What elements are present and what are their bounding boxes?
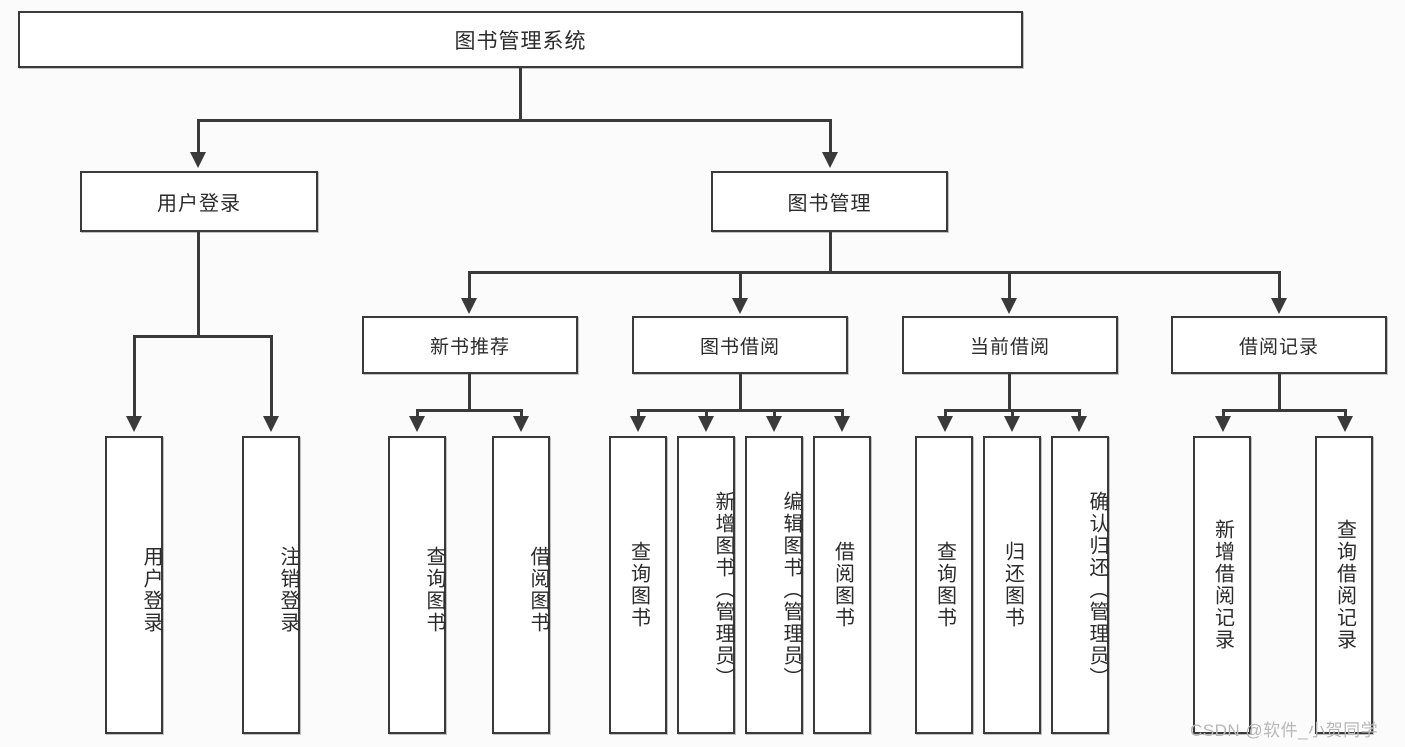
arrowhead-leaf-query-record [1337,416,1353,432]
edge-book-manage-stem [829,232,832,272]
node-new-book-recommend[interactable]: 新书推荐 [362,316,578,374]
leaf-query-book-newbook[interactable]: 查询图书 [388,436,446,734]
leaf-add-book-admin[interactable]: 新增图书（管理员） [677,436,735,734]
node-user-login[interactable]: 用户登录 [80,171,318,232]
arrowhead-leaf-edit-book [766,416,782,432]
leaf-add-borrow-record[interactable]: 新增借阅记录 [1193,436,1251,734]
leaf-user-login[interactable]: 用户登录 [105,436,163,734]
edge-book-borrow-leaf-2 [705,409,708,421]
arrowhead-leaf-borrow-book-1 [513,416,529,432]
arrowhead-borrow-record [1271,298,1287,314]
leaf-logout[interactable]: 注销登录 [242,436,300,734]
edge-book-borrow-leaf-1 [637,409,640,421]
edge-new-book-bus [416,409,520,412]
arrowhead-current-borrow [1001,298,1017,314]
arrowhead-leaf-add-record [1215,416,1231,432]
edge-borrow-record-bus [1222,409,1344,412]
node-borrow-record[interactable]: 借阅记录 [1171,316,1387,374]
edge-user-login-bus [133,335,270,338]
edge-level1-bus [197,119,832,122]
csdn-watermark: CSDN @软件_小贺同学 [1190,721,1379,740]
arrowhead-book-borrow [732,298,748,314]
edge-new-book-leaf-1 [416,409,419,421]
edge-new-book-stem [468,374,471,410]
edge-book-borrow-bus [637,409,842,412]
leaf-return-book[interactable]: 归还图书 [983,436,1041,734]
leaf-borrow-book-borrow[interactable]: 借阅图书 [813,436,871,734]
edge-borrow-record-stem [1278,374,1281,410]
arrowhead-leaf-borrow-book-2 [834,416,850,432]
arrowhead-leaf-return-book [1004,416,1020,432]
edge-borrow-record-leaf-1 [1222,409,1225,421]
arrowhead-book-manage [822,152,838,168]
arrowhead-leaf-confirm-return [1071,416,1087,432]
leaf-query-book-current[interactable]: 查询图书 [915,436,973,734]
edge-book-borrow-stem [739,374,742,410]
edge-level2-bus [468,271,1280,274]
edge-to-current-borrow [1008,271,1011,301]
node-current-borrow[interactable]: 当前借阅 [902,316,1118,374]
node-book-manage[interactable]: 图书管理 [711,171,948,232]
edge-to-new-book [468,271,471,301]
arrowhead-leaf-logout [263,416,279,432]
edge-root-stem [519,68,522,120]
edge-borrow-record-leaf-2 [1344,409,1347,421]
edge-to-user-login [197,119,200,157]
edge-to-book-manage [829,119,832,157]
edge-user-login-leaf-1 [133,335,136,419]
arrowhead-new-book [461,298,477,314]
edge-user-login-leaf-2 [270,335,273,419]
arrowhead-leaf-user-login [126,416,142,432]
arrowhead-leaf-query-book-1 [409,416,425,432]
edge-current-borrow-leaf-3 [1078,409,1081,421]
edge-book-borrow-leaf-3 [773,409,776,421]
edge-book-borrow-leaf-4 [841,409,844,421]
leaf-query-book-borrow[interactable]: 查询图书 [609,436,667,734]
edge-user-login-stem [197,232,200,336]
node-root-system[interactable]: 图书管理系统 [18,11,1023,68]
arrowhead-leaf-query-book-2 [630,416,646,432]
arrowhead-user-login [190,152,206,168]
leaf-confirm-return-admin[interactable]: 确认归还（管理员） [1051,436,1109,734]
edge-current-borrow-stem [1008,374,1011,410]
edge-new-book-leaf-2 [520,409,523,421]
edge-current-borrow-leaf-2 [1011,409,1014,421]
leaf-borrow-book-newbook[interactable]: 借阅图书 [492,436,550,734]
leaf-query-borrow-record[interactable]: 查询借阅记录 [1315,436,1373,734]
edge-current-borrow-leaf-1 [944,409,947,421]
arrowhead-leaf-add-book [698,416,714,432]
node-book-borrow[interactable]: 图书借阅 [632,316,848,374]
edge-to-borrow-record [1278,271,1281,301]
arrowhead-leaf-query-book-3 [937,416,953,432]
edge-to-book-borrow [739,271,742,301]
leaf-edit-book-admin[interactable]: 编辑图书（管理员） [745,436,803,734]
